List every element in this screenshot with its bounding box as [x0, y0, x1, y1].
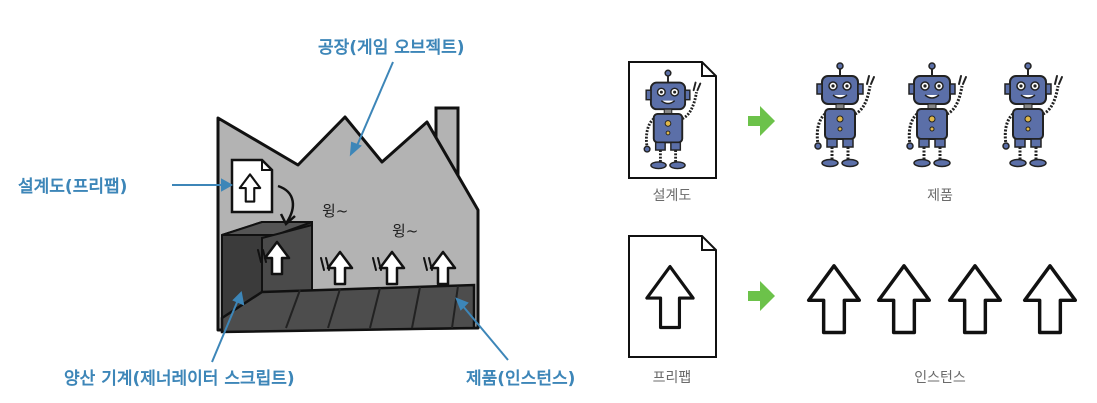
blueprint-to-product-row: 설계도 제품: [629, 62, 1062, 204]
conveyor-belt: [222, 285, 474, 332]
prefab-to-instance-row: 프리팹 인스턴스: [629, 236, 1075, 386]
factory-illustration: 윙~ 윙~: [218, 108, 478, 332]
factory-label: 공장(게임 오브젝트): [318, 37, 465, 58]
products-caption: 제품: [927, 188, 953, 204]
instances-caption: 인스턴스: [914, 370, 966, 386]
hum-text: 윙~: [392, 222, 418, 240]
blueprint-sheet: [232, 160, 272, 212]
hum-text: 윙~: [322, 202, 348, 220]
prefab-caption: 프리팹: [653, 370, 692, 386]
blueprint-label: 설계도(프리팹): [18, 177, 127, 197]
product-label: 제품(인스턴스): [466, 369, 575, 389]
robot-icon: [1003, 63, 1062, 167]
green-arrow-icon: [748, 281, 775, 311]
machine-label: 양산 기계(제너레이터 스크립트): [64, 369, 295, 389]
green-arrow-icon: [748, 106, 775, 136]
robot-blueprint-sheet: [629, 62, 716, 178]
instance-arrow-icon: [809, 266, 860, 333]
prefab-sheet: [629, 236, 716, 357]
instance-arrow-icon: [1025, 266, 1076, 333]
instance-arrow-icon: [879, 266, 930, 333]
robot-icon: [907, 63, 966, 167]
instance-arrow-icon: [950, 266, 1001, 333]
robot-icon: [815, 63, 874, 167]
blueprint-caption: 설계도: [653, 188, 692, 204]
